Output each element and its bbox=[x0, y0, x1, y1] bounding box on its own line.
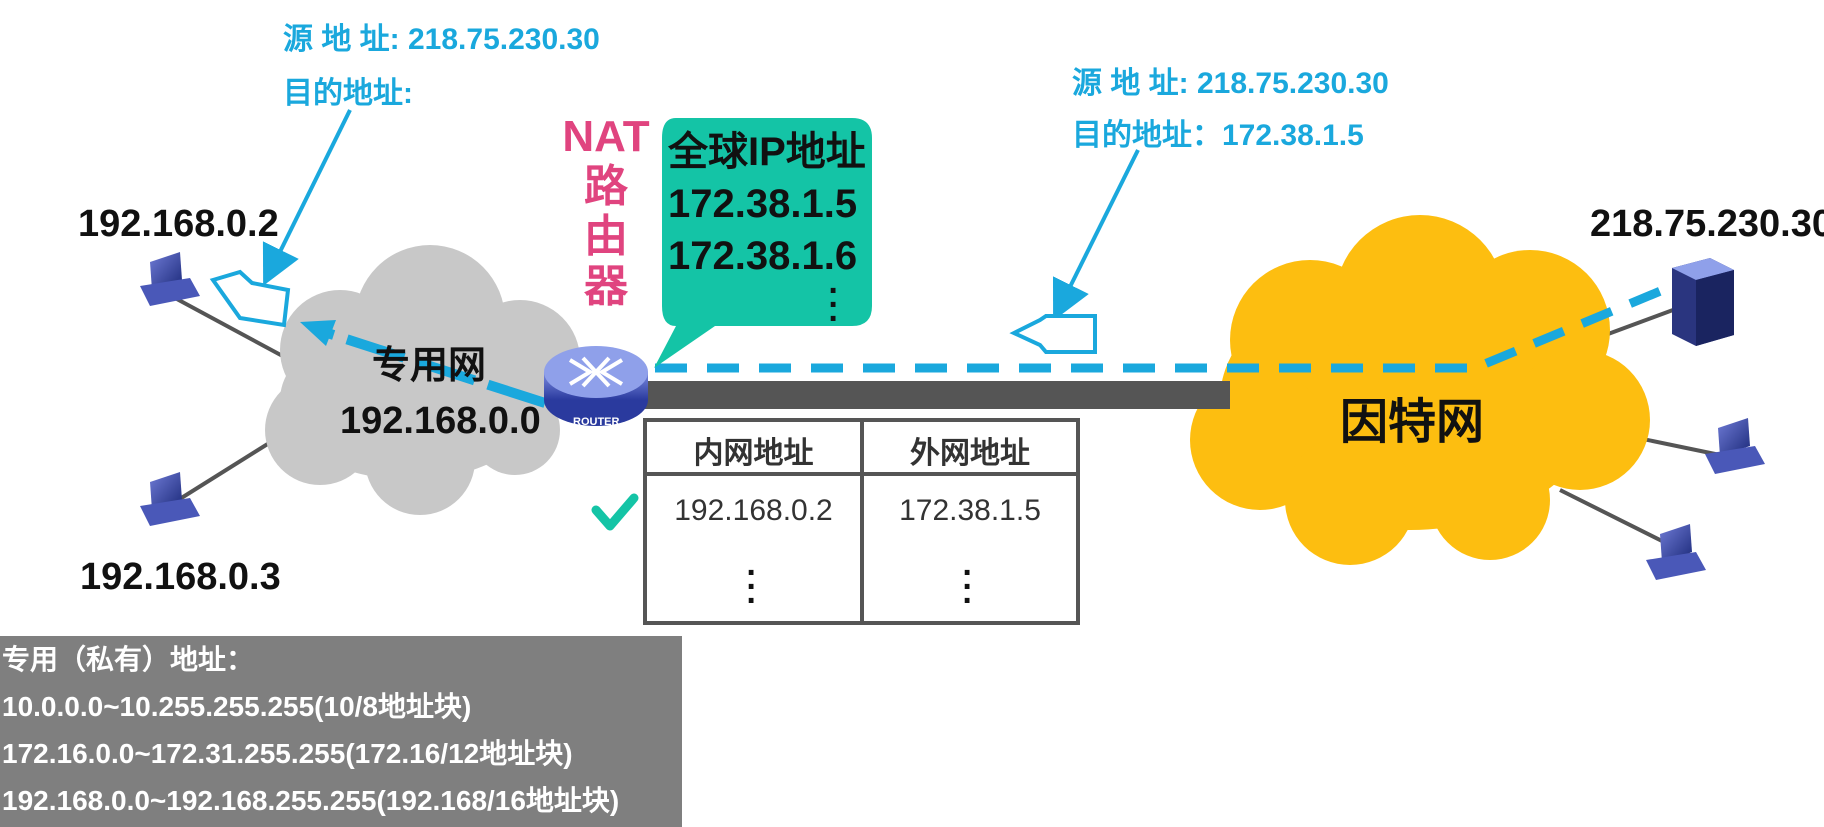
private-network-name: 专用网 bbox=[372, 345, 487, 387]
nat-table-inner-address: 192.168.0.2 bbox=[674, 494, 833, 527]
nat-table-outer-ellipsis: ··· bbox=[962, 554, 974, 620]
private-network-address: 192.168.0.0 bbox=[340, 400, 541, 442]
router-badge: ROUTER bbox=[573, 416, 620, 428]
global-ip-1: 172.38.1.5 bbox=[668, 182, 858, 226]
pc-icon-host-a bbox=[140, 252, 200, 306]
left-packet-source: 源 地 址: 218.75.230.30 bbox=[283, 23, 600, 56]
nat-table-frame bbox=[643, 418, 1080, 625]
server-icon bbox=[1672, 258, 1734, 346]
nat-table-inner-ellipsis: ··· bbox=[746, 554, 758, 620]
internet-cloud-shape bbox=[1190, 215, 1650, 565]
global-ip-bubble bbox=[654, 118, 872, 368]
pc-icon-right-2 bbox=[1646, 524, 1706, 580]
nat-table-outer-address: 172.38.1.5 bbox=[899, 494, 1041, 527]
private-ranges-title: 专用（私有）地址： bbox=[2, 644, 255, 675]
global-ip-title: 全球IP地址 bbox=[668, 130, 866, 174]
private-range-line: 10.0.0.0~10.255.255.255(10/8地址块) bbox=[2, 691, 472, 722]
private-range-line: 192.168.0.0~192.168.255.255(192.168/16地址… bbox=[2, 785, 620, 816]
packet-icon-right bbox=[1009, 314, 1097, 354]
private-range-line: 172.16.0.0~172.31.255.255(172.16/12地址块) bbox=[2, 738, 573, 769]
right-packet-source: 源 地 址: 218.75.230.30 bbox=[1072, 67, 1389, 100]
server-ip: 218.75.230.30 bbox=[1590, 203, 1824, 245]
global-ip-2: 172.38.1.6 bbox=[668, 234, 858, 278]
nat-router-label: NAT 路 由 器 bbox=[562, 112, 650, 311]
arrow-head-icon bbox=[300, 320, 336, 346]
nat-table-header-outer: 外网地址 bbox=[910, 437, 1030, 470]
left-packet-destination: 目的地址: bbox=[283, 77, 413, 110]
packet-path-dashed bbox=[655, 280, 1677, 373]
pc-icon-host-b bbox=[140, 472, 200, 526]
host-b-ip: 192.168.0.3 bbox=[80, 556, 281, 598]
callout-line-left bbox=[262, 109, 352, 286]
right-packet-destination: 目的地址：172.38.1.5 bbox=[1072, 119, 1364, 152]
nat-table-header-inner: 内网地址 bbox=[693, 437, 814, 470]
router-icon bbox=[544, 346, 648, 426]
private-ranges-box: 专用（私有）地址： 10.0.0.0~10.255.255.255(10/8地址… bbox=[0, 636, 682, 827]
check-icon bbox=[591, 493, 639, 531]
internet-label: 因特网 bbox=[1340, 396, 1485, 449]
host-a-ip: 192.168.0.2 bbox=[78, 203, 279, 245]
bubble-more-ellipsis: ··· bbox=[828, 272, 840, 338]
callout-line-right bbox=[1052, 149, 1140, 321]
pc-icon-right-1 bbox=[1705, 418, 1765, 474]
packet-icon-left bbox=[209, 269, 291, 328]
link-host-a bbox=[174, 296, 291, 362]
wan-link bbox=[640, 381, 1230, 409]
packet-path-private bbox=[316, 325, 547, 408]
